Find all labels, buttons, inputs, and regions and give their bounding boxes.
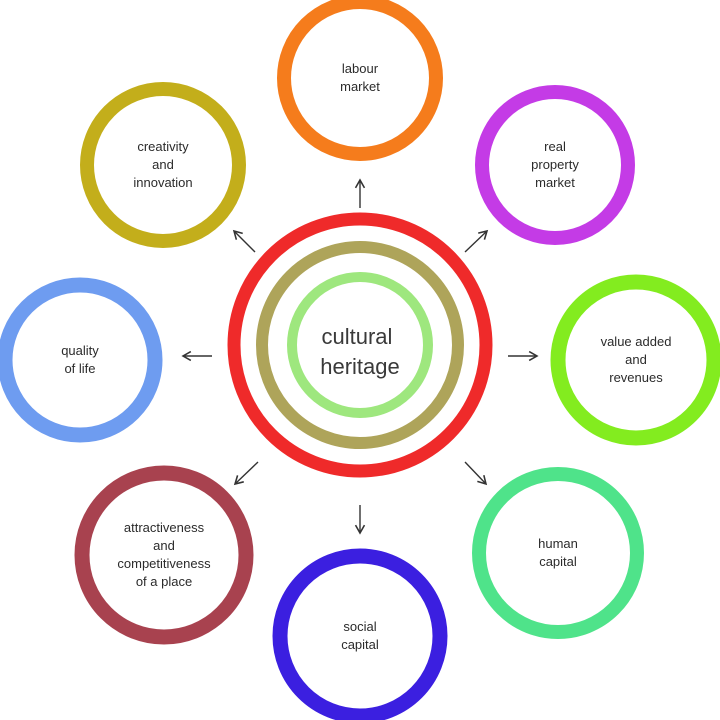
node-creativity-and-innovation: creativity and innovation <box>80 82 246 248</box>
node-social-capital: social capital <box>272 548 448 720</box>
node-label-line: property <box>531 157 579 172</box>
node-label-creativity-and-innovation: creativity and innovation <box>133 139 192 190</box>
node-ring-quality-of-life <box>0 277 163 443</box>
node-label-real-property-market: real property market <box>531 139 579 190</box>
node-value-added-and-revenues: value added and revenues <box>550 274 720 446</box>
center-inner-ring <box>287 272 433 418</box>
node-label-line: and <box>153 538 175 553</box>
node-label-line: quality <box>61 343 99 358</box>
arrow-to-creativity-and-innovation <box>232 229 256 253</box>
node-quality-of-life: quality of life <box>0 277 163 443</box>
arrow-to-real-property-market <box>464 229 489 253</box>
node-label-line: capital <box>539 554 577 569</box>
node-label-line: market <box>340 79 380 94</box>
center-node: cultural heritage <box>227 212 493 478</box>
center-label-line-1: cultural <box>321 324 392 349</box>
node-label-line: labour <box>342 61 379 76</box>
center-label-line-2: heritage <box>320 354 400 379</box>
node-label-line: value added <box>601 334 672 349</box>
node-ring-real-property-market <box>475 85 635 245</box>
node-label-line: market <box>535 175 575 190</box>
node-label-line: real <box>544 139 566 154</box>
node-label-line: capital <box>341 637 379 652</box>
node-ring-attractiveness-and-competitiveness <box>74 465 254 645</box>
node-label-social-capital: social capital <box>341 619 379 652</box>
arrows <box>181 178 539 535</box>
node-label-line: and <box>625 352 647 367</box>
node-label-line: revenues <box>609 370 663 385</box>
node-ring-creativity-and-innovation <box>80 82 246 248</box>
center-label: cultural heritage <box>320 324 400 379</box>
node-label-line: of a place <box>136 574 192 589</box>
node-label-line: attractiveness <box>124 520 205 535</box>
node-real-property-market: real property market <box>475 85 635 245</box>
node-label-human-capital: human capital <box>538 536 578 569</box>
node-label-quality-of-life: quality of life <box>61 343 99 376</box>
node-label-line: innovation <box>133 175 192 190</box>
node-label-line: creativity <box>137 139 189 154</box>
node-label-line: of life <box>64 361 95 376</box>
node-label-line: social <box>343 619 376 634</box>
node-ring-human-capital <box>472 467 644 639</box>
center-outer-ring <box>227 212 493 478</box>
node-labour-market: labour market <box>277 0 443 161</box>
node-ring-value-added-and-revenues <box>550 274 720 446</box>
node-human-capital: human capital <box>472 467 644 639</box>
node-label-value-added-and-revenues: value added and revenues <box>601 334 672 385</box>
arrow-to-attractiveness-and-competitiveness <box>233 461 259 486</box>
node-attractiveness-and-competitiveness: attractiveness and competitiveness of a pla… <box>74 465 254 645</box>
node-label-line: and <box>152 157 174 172</box>
node-label-line: competitiveness <box>117 556 211 571</box>
node-ring-labour-market <box>277 0 443 161</box>
arrow-to-human-capital <box>464 461 488 486</box>
node-label-line: human <box>538 536 578 551</box>
center-middle-ring <box>256 241 464 449</box>
node-label-attractiveness-and-competitiveness: attractiveness and competitiveness of a pla… <box>117 520 211 589</box>
node-label-labour-market: labour market <box>340 61 380 94</box>
node-ring-social-capital <box>272 548 448 720</box>
